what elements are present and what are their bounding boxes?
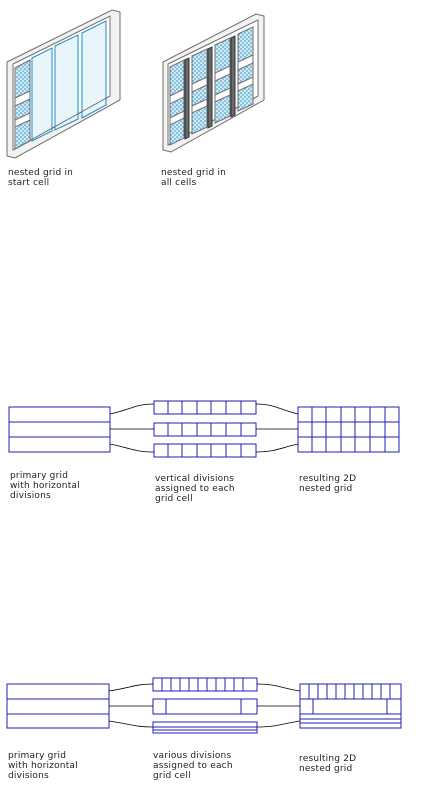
iso-curtain-wall-right bbox=[162, 13, 265, 153]
caption-line: nested grid bbox=[299, 484, 353, 494]
caption-line: all cells bbox=[161, 178, 197, 188]
caption-a-left: primary grid with horizontal divisions bbox=[10, 471, 80, 501]
vertical-division-strips-a bbox=[153, 400, 257, 458]
caption-line: primary grid bbox=[8, 751, 67, 761]
caption-line: resulting 2D bbox=[299, 474, 357, 484]
connectors-b bbox=[108, 683, 301, 728]
caption-a-right: resulting 2D nested grid bbox=[299, 474, 356, 494]
caption-line: grid cell bbox=[155, 494, 193, 504]
various-division-strips-b bbox=[152, 677, 258, 734]
caption-iso-right: nested grid in all cells bbox=[161, 168, 226, 188]
caption-line: with horizontal bbox=[10, 481, 80, 491]
caption-line: divisions bbox=[10, 491, 51, 501]
primary-grid-b bbox=[6, 683, 110, 729]
resulting-grid-b bbox=[299, 683, 402, 729]
caption-b-middle: various divisions assigned to each grid … bbox=[153, 751, 233, 781]
caption-line: assigned to each bbox=[153, 761, 233, 771]
connectors-a bbox=[109, 403, 299, 453]
primary-grid-a bbox=[8, 406, 111, 453]
caption-a-middle: vertical divisions assigned to each grid… bbox=[155, 474, 235, 504]
caption-b-left: primary grid with horizontal divisions bbox=[8, 751, 78, 781]
caption-line: resulting 2D bbox=[299, 754, 357, 764]
caption-line: primary grid bbox=[10, 471, 69, 481]
caption-line: divisions bbox=[8, 771, 49, 781]
iso-curtain-wall-left bbox=[6, 9, 121, 159]
caption-line: assigned to each bbox=[155, 484, 235, 494]
caption-line: nested grid in bbox=[161, 168, 227, 178]
diagram-2d-a bbox=[8, 400, 400, 458]
caption-iso-left: nested grid in start cell bbox=[8, 168, 73, 188]
resulting-grid-a bbox=[297, 406, 400, 453]
caption-line: start cell bbox=[8, 178, 50, 188]
caption-line: nested grid bbox=[299, 764, 353, 774]
caption-line: various divisions bbox=[153, 751, 232, 761]
caption-b-right: resulting 2D nested grid bbox=[299, 754, 356, 774]
caption-line: grid cell bbox=[153, 771, 191, 781]
diagram-2d-b bbox=[6, 677, 402, 734]
caption-line: nested grid in bbox=[8, 168, 74, 178]
caption-line: vertical divisions bbox=[155, 474, 235, 484]
caption-line: with horizontal bbox=[8, 761, 78, 771]
